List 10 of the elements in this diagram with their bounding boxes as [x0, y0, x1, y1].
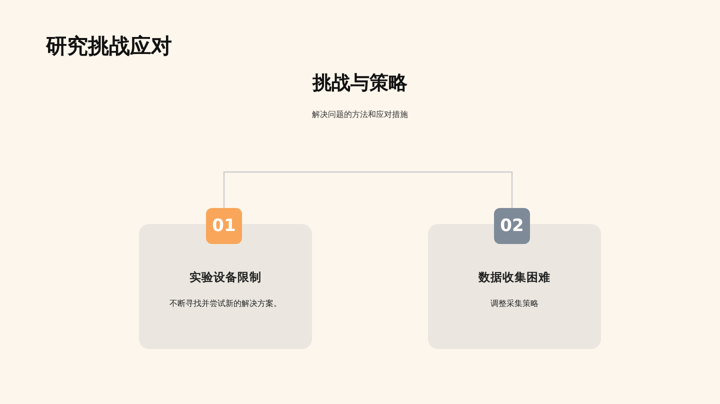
card-text: 调整采集策略 — [490, 298, 538, 309]
section-heading: 挑战与策略 — [312, 72, 408, 94]
card-text: 不断寻找并尝试新的解决方案。 — [170, 298, 282, 309]
slide-title: 研究挑战应对 — [46, 33, 172, 60]
number-badge: 02 — [494, 208, 530, 244]
card-heading: 实验设备限制 — [190, 270, 262, 285]
subtitle: 解决问题的方法和应对措施 — [312, 110, 408, 119]
number-badge: 01 — [206, 208, 242, 244]
connector-line — [223, 171, 513, 208]
card-heading: 数据收集困难 — [478, 270, 550, 285]
